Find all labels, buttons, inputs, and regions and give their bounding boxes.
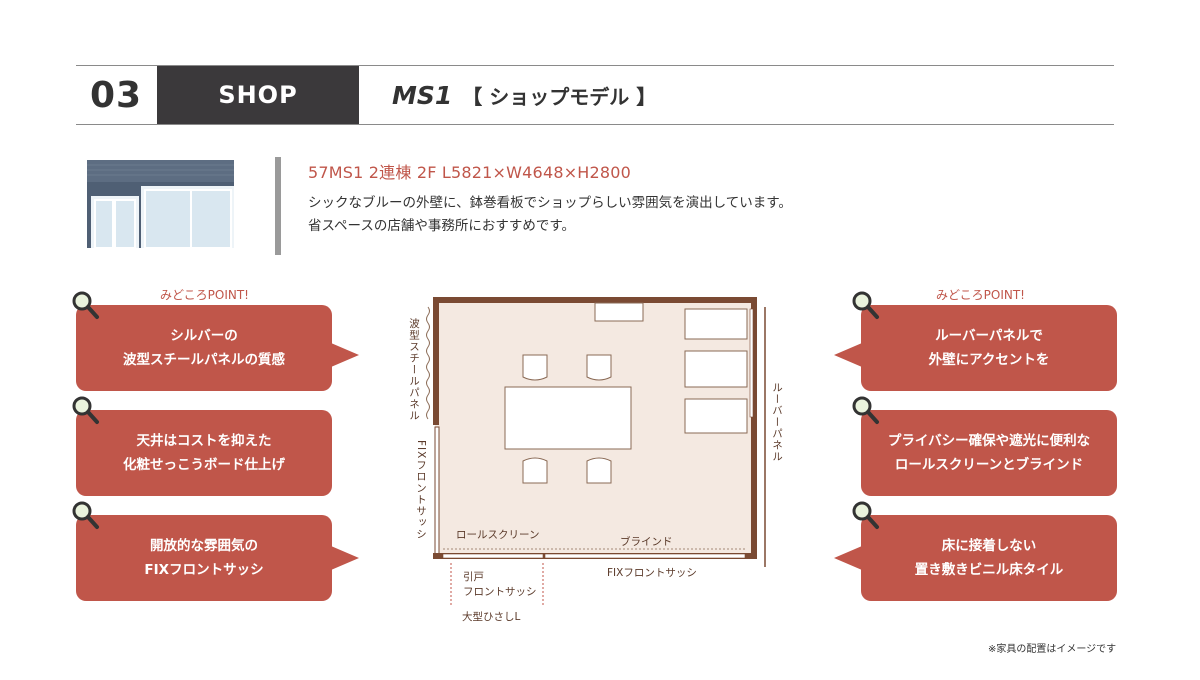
left-callout-3: 開放的な雰囲気の FIXフロントサッシ (76, 515, 332, 601)
category-label: SHOP (157, 66, 359, 124)
magnifier-icon (852, 501, 879, 529)
left-callout-2: 天井はコストを抑えた 化粧せっこうボード仕上げ (76, 410, 332, 496)
header-bottom-rule (76, 124, 1114, 125)
chair (522, 354, 548, 381)
model-name: MS1 (392, 80, 453, 110)
callout-text: ロールスクリーンとブラインド (894, 457, 1084, 473)
label-canopy: 大型ひさしL (462, 611, 521, 623)
label-corrugated-panel: 波型スチールパネル (408, 318, 420, 422)
callout-text: 外壁にアクセントを (928, 352, 1050, 368)
callout-text: 天井はコストを抑えた (136, 433, 272, 449)
footnote: ※家具の配置はイメージです (988, 644, 1117, 655)
left-point-heading: みどころPOINT! (160, 288, 249, 302)
label-louver-panel: ルーバーパネル (771, 382, 783, 463)
header-top-rule (76, 65, 1114, 66)
label-roll-screen: ロールスクリーン (456, 529, 540, 541)
chair (586, 354, 612, 381)
floor-plan (426, 297, 766, 605)
top-wall (433, 297, 755, 303)
label-sliding-door-2: フロントサッシ (463, 586, 537, 598)
callout-pointer (834, 546, 862, 570)
table (504, 386, 632, 450)
right-wall (751, 297, 757, 557)
left-wall-panel (433, 297, 439, 425)
callout-text: シルバーの (170, 328, 238, 344)
label-blind: ブラインド (620, 536, 673, 548)
callout-pointer (331, 343, 359, 367)
callout-pointer (834, 343, 862, 367)
shelf (684, 308, 748, 340)
left-fix-sash (434, 426, 440, 556)
label-sliding-door-1: 引戸 (463, 571, 484, 583)
right-callout-1: ルーバーパネルで 外壁にアクセントを (861, 305, 1117, 391)
right-point-heading: みどころPOINT! (936, 288, 1025, 302)
description-line-1: シックなブルーの外壁に、鉢巻看板でショップらしい雰囲気を演出しています。 (308, 195, 792, 211)
model-spec: 57MS1 2連棟 2F L5821×W4648×H2800 (308, 163, 632, 182)
callout-text: FIXフロントサッシ (144, 562, 264, 578)
model-subtitle: 【 ショップモデル 】 (462, 84, 657, 109)
right-callout-2: プライバシー確保や遮光に便利な ロールスクリーンとブラインド (861, 410, 1117, 496)
magnifier-icon (852, 291, 879, 319)
counter (594, 302, 644, 322)
magnifier-icon (852, 396, 879, 424)
magnifier-icon (72, 501, 99, 529)
label-fix-sash-left: FIXフロントサッシ (415, 440, 427, 540)
callout-text: 床に接着しない (941, 538, 1037, 554)
callout-text: 開放的な雰囲気の (150, 538, 258, 554)
shelf (684, 350, 748, 388)
description-line-2: 省スペースの店舗や事務所におすすめです。 (308, 218, 576, 234)
section-number: 03 (89, 74, 143, 116)
callout-text: プライバシー確保や遮光に便利な (887, 433, 1091, 449)
callout-pointer (331, 546, 359, 570)
intro-accent-bar (275, 157, 281, 255)
callout-text: 波型スチールパネルの質感 (123, 352, 285, 368)
left-callout-1: シルバーの 波型スチールパネルの質感 (76, 305, 332, 391)
model-title: MS1 【 ショップモデル 】 (392, 78, 656, 112)
magnifier-icon (72, 291, 99, 319)
shelf (684, 398, 748, 434)
magnifier-icon (72, 396, 99, 424)
right-callout-3: 床に接着しない 置き敷きビニル床タイル (861, 515, 1117, 601)
callout-text: 置き敷きビニル床タイル (914, 562, 1064, 578)
callout-text: 化粧せっこうボード仕上げ (123, 457, 285, 473)
chair (522, 457, 548, 484)
building-thumbnail (87, 160, 234, 248)
callout-text: ルーバーパネルで (935, 328, 1043, 344)
chair (586, 457, 612, 484)
label-fix-front-sash: FIXフロントサッシ (607, 567, 697, 579)
